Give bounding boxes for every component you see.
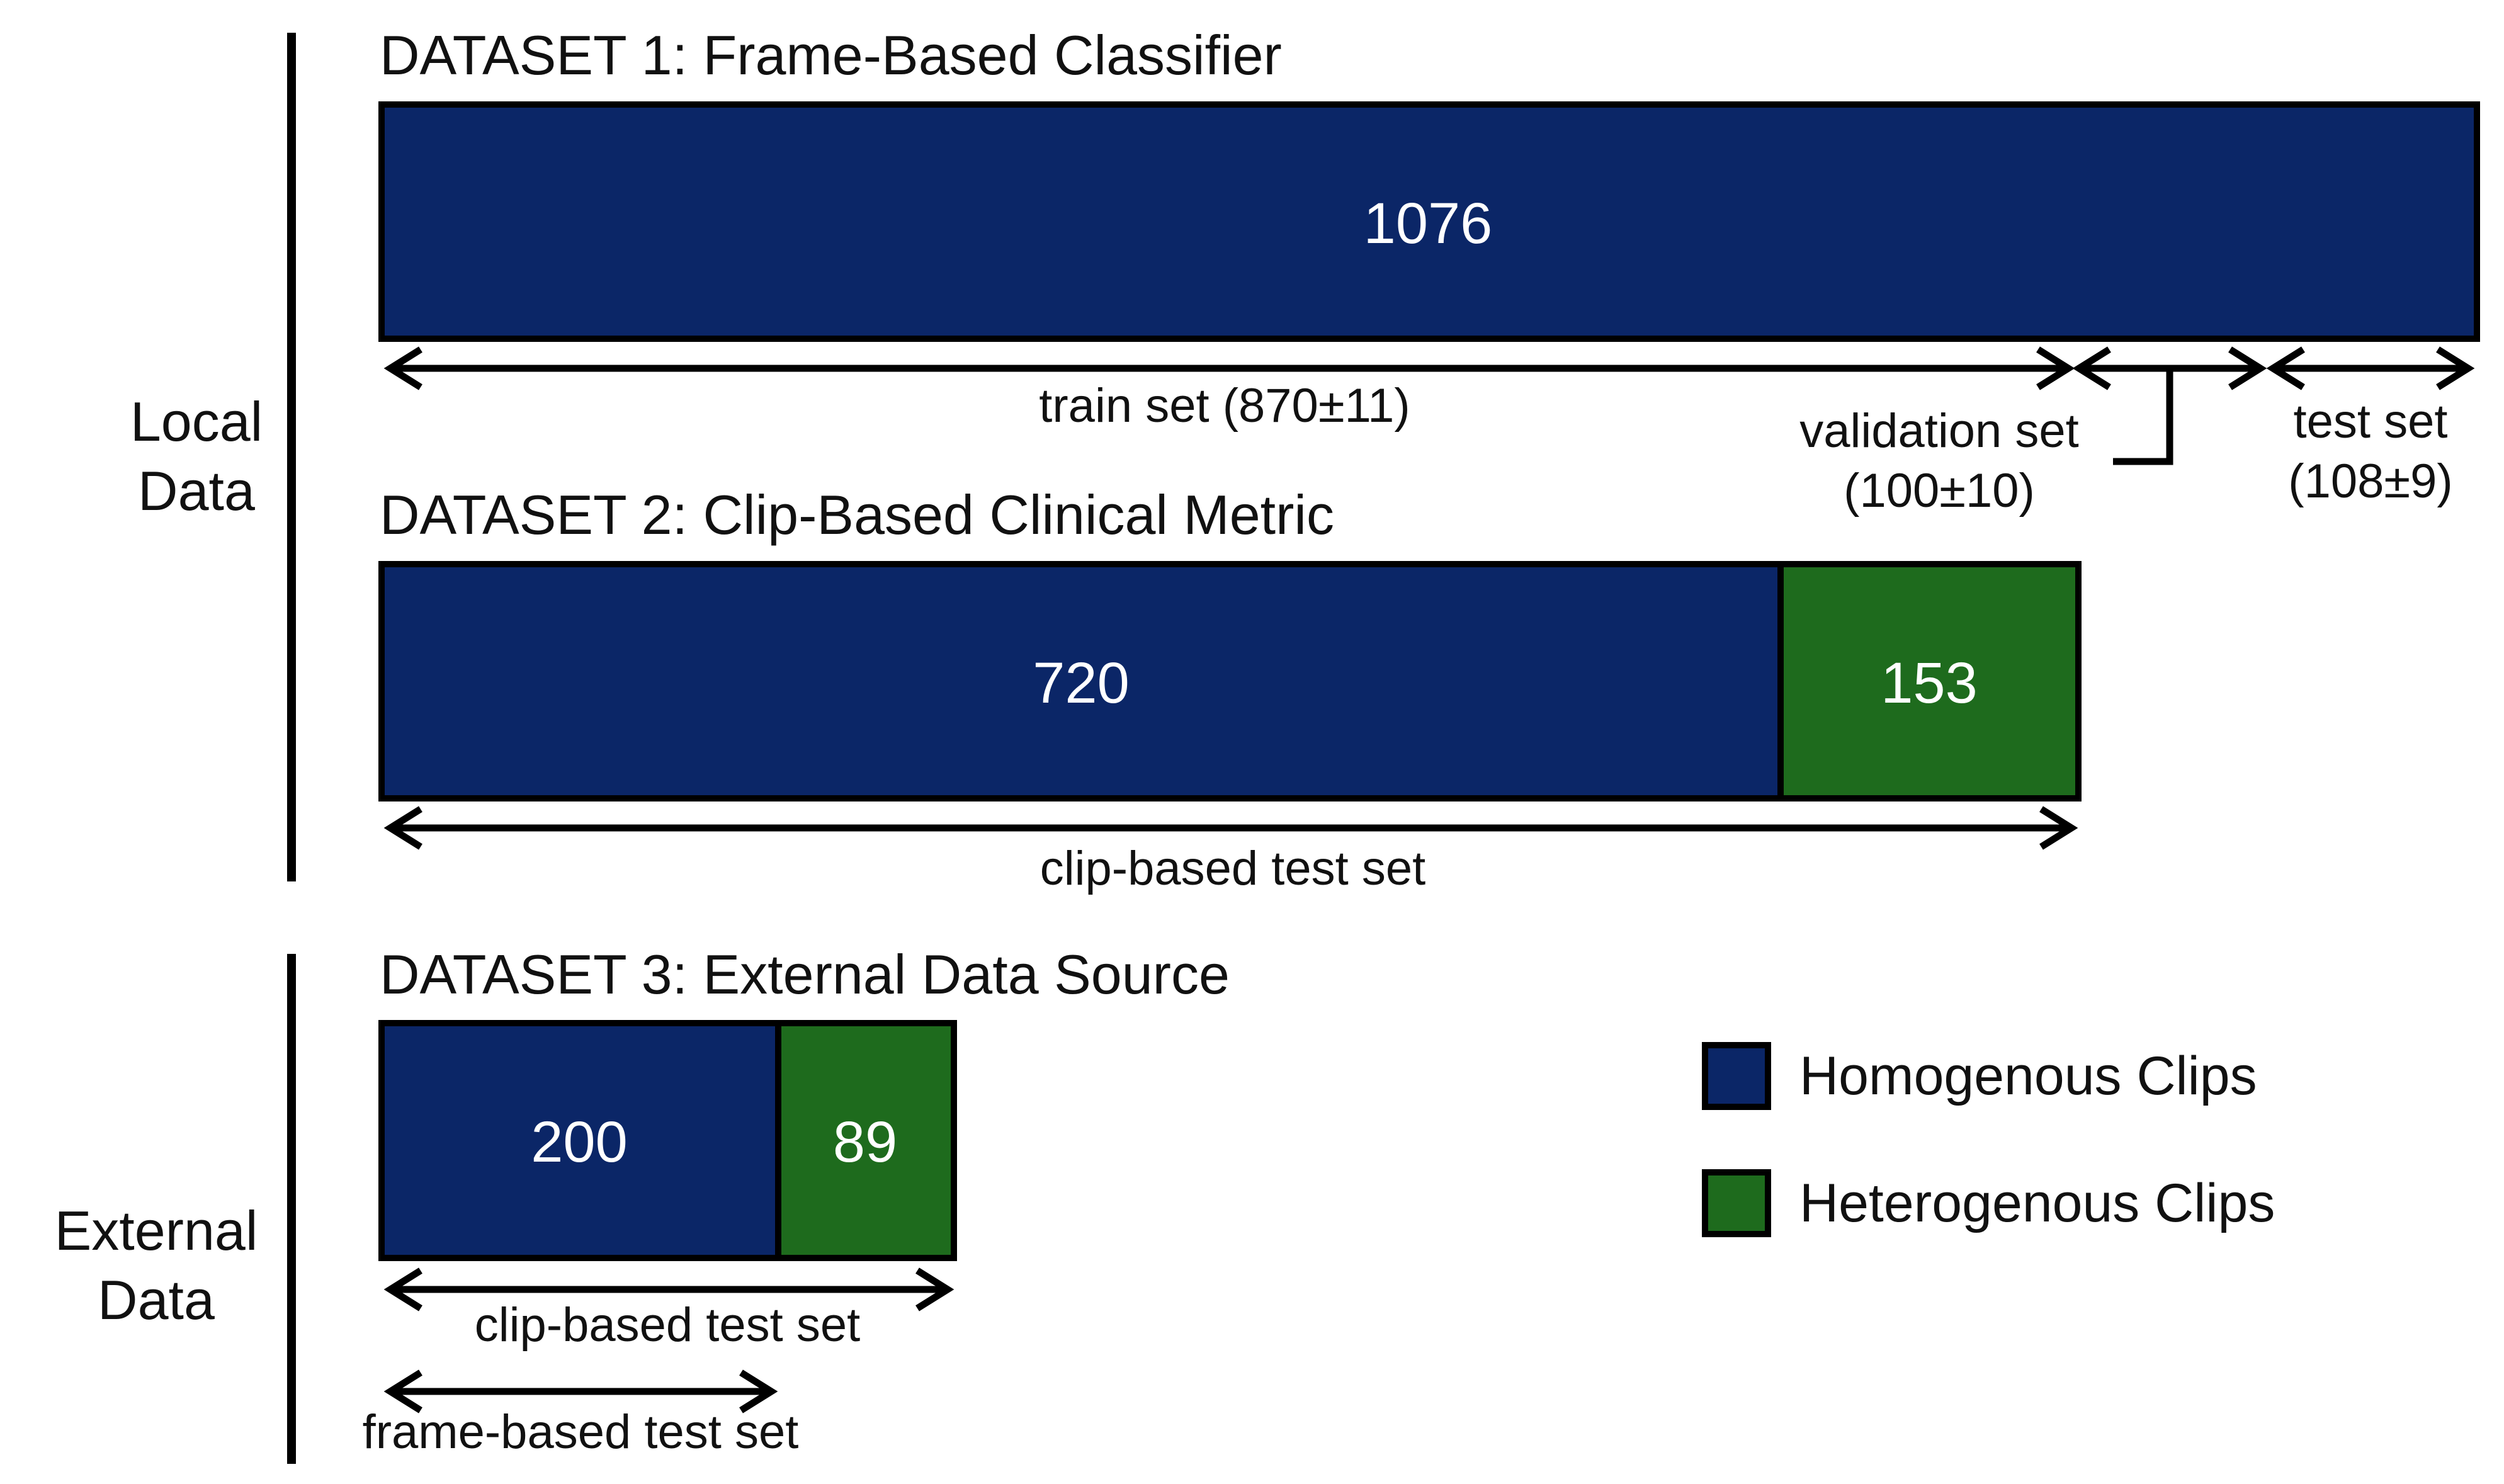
dataset1-test-label-line2: (108±9): [2288, 455, 2452, 508]
dataset2-heterogenous-bar: [1777, 561, 2082, 801]
legend-homogenous-swatch: [1702, 1042, 1771, 1110]
dataset1-test-arrow: [2266, 346, 2475, 390]
dataset3-title: DATASET 3: External Data Source: [380, 943, 1230, 1005]
legend-homogenous-label: Homogenous Clips: [1799, 1046, 2257, 1106]
dataset1-homogenous-bar: [378, 101, 2480, 342]
dataset1-train-label: train set (870±11): [1039, 379, 1410, 433]
dataset1-homogenous-value: 1076: [1364, 191, 1493, 256]
dataset3-clip-test-arrow: [383, 1267, 955, 1311]
local-data-label-line2: Data: [138, 460, 255, 522]
dataset3-frame-test-label: frame-based test set: [363, 1405, 799, 1459]
dataset2-heterogenous-value: 153: [1881, 651, 1978, 715]
dataset2-clip-test-arrow: [383, 806, 2078, 850]
dataset3-homogenous-bar: [378, 1020, 781, 1261]
dataset1-validation-label-line1: validation set: [1799, 404, 2079, 458]
dataset1-title: DATASET 1: Frame-Based Classifier: [380, 24, 1282, 86]
dataset2-homogenous-value: 720: [1033, 651, 1130, 715]
external-data-label-line1: External: [55, 1199, 258, 1262]
legend-heterogenous-swatch: [1702, 1169, 1771, 1237]
local-data-label-line1: Local: [130, 390, 263, 453]
dataset1-validation-arrow: [2072, 346, 2267, 390]
dataset2-homogenous-bar: [378, 561, 1784, 801]
external-data-label-line2: Data: [98, 1269, 215, 1331]
dataset3-homogenous-value: 200: [531, 1110, 628, 1174]
dataset3-clip-test-label: clip-based test set: [475, 1298, 861, 1352]
dataset2-clip-test-label: clip-based test set: [1040, 842, 1426, 895]
dataset3-heterogenous-bar: [775, 1020, 957, 1261]
dataset1-validation-label-line2: (100±10): [1844, 464, 2035, 518]
legend-heterogenous-label: Heterogenous Clips: [1799, 1173, 2275, 1233]
dataset1-test-label-line1: test set: [2294, 395, 2448, 448]
dataset1-validation-pointer: [2113, 371, 2173, 465]
dataset2-title: DATASET 2: Clip-Based Clinical Metric: [380, 484, 1334, 546]
dataset3-frame-test-arrow: [383, 1369, 778, 1413]
dataset1-train-arrow: [383, 346, 2075, 390]
legend: Homogenous Clips Heterogenous Clips: [1702, 1042, 2275, 1237]
dataset3-heterogenous-value: 89: [833, 1110, 897, 1174]
